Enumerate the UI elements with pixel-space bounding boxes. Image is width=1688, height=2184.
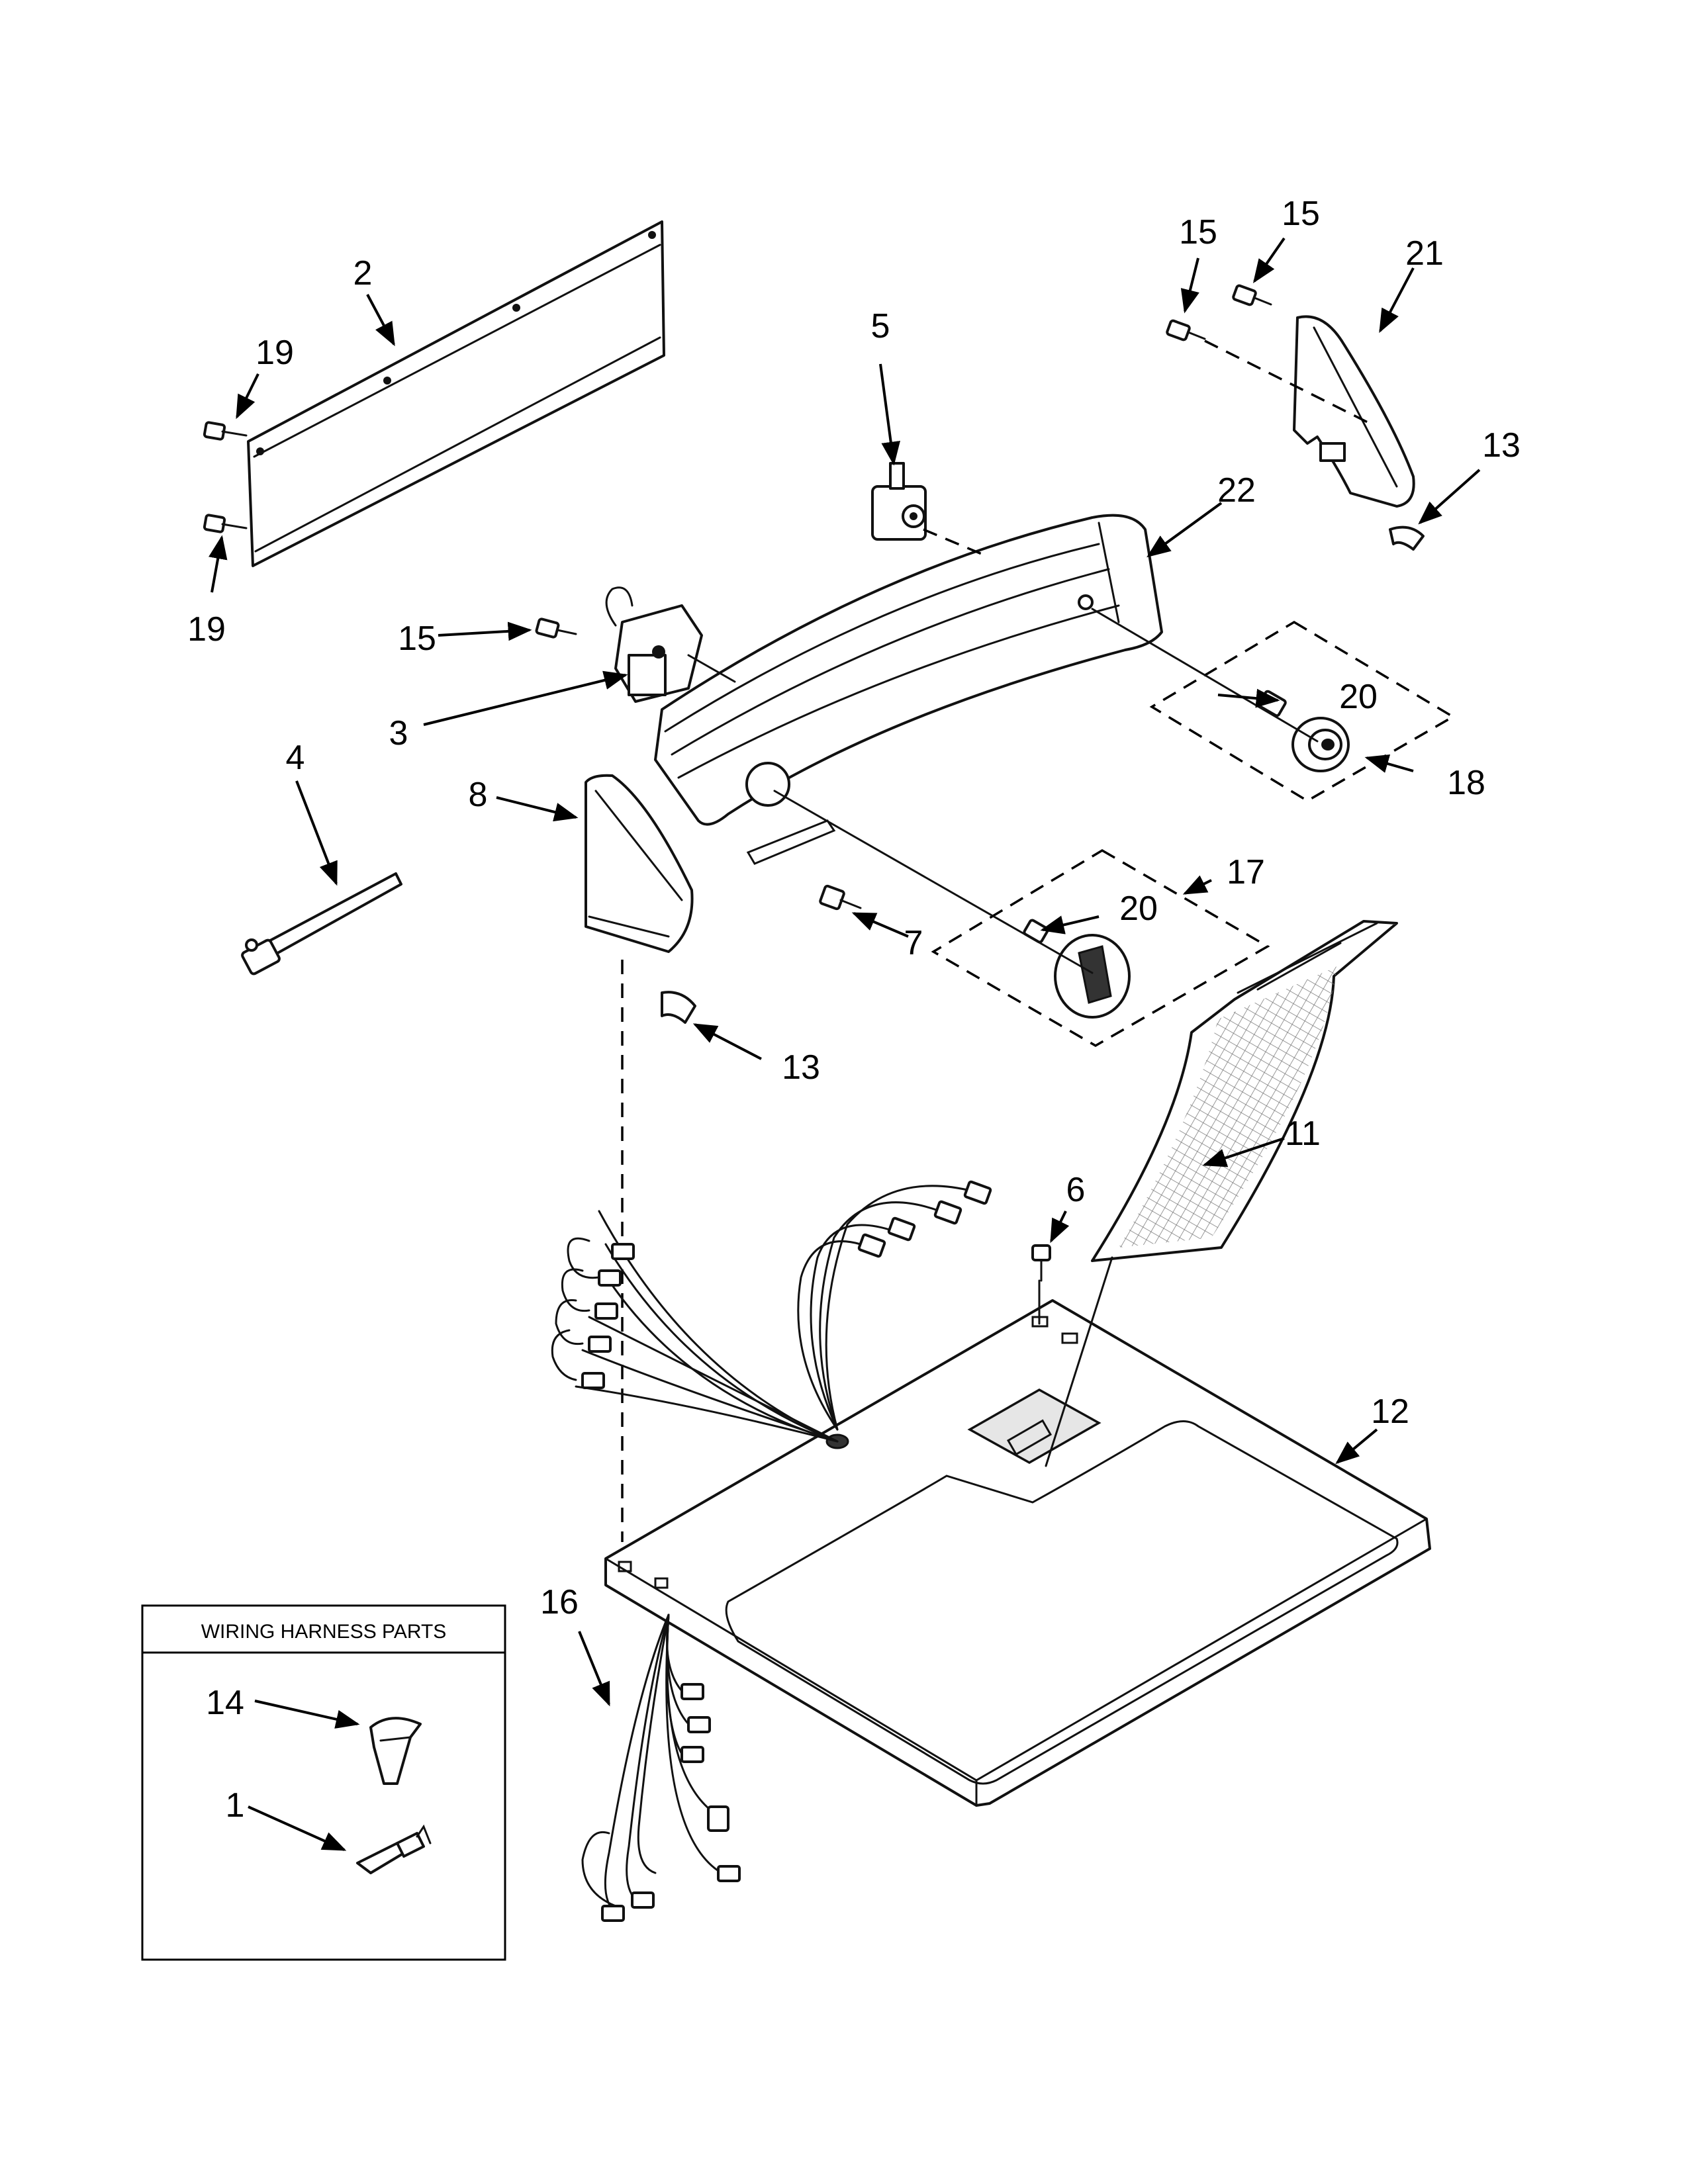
control-console-part	[654, 514, 1163, 865]
callout-12: 12	[1371, 1392, 1409, 1431]
screw-part	[203, 421, 248, 533]
callout-19: 19	[256, 334, 294, 372]
wire-harness-upper	[551, 1180, 992, 1443]
callout-4: 4	[286, 739, 305, 777]
wire-harness-lower	[581, 1614, 741, 1922]
callout-3: 3	[389, 714, 408, 752]
screw-part	[535, 284, 1272, 639]
wire-clip-part	[369, 1717, 422, 1785]
callout-13: 13	[1482, 426, 1521, 465]
end-cap-right-part	[1293, 315, 1415, 508]
callout-1: 1	[226, 1786, 245, 1825]
cycle-selector-switch-part	[605, 586, 703, 703]
clip-part	[661, 991, 696, 1024]
callout-2: 2	[353, 254, 373, 293]
callout-13: 13	[782, 1048, 820, 1087]
lint-screen-part	[1091, 920, 1398, 1262]
callout-20: 20	[1119, 889, 1158, 928]
callout-8: 8	[469, 776, 488, 814]
callout-15: 15	[1179, 213, 1217, 251]
callout-17: 17	[1227, 853, 1265, 891]
callout-labels: 2 19 19 5 22 15 15 21 13 15 3 4 8 20 18 …	[187, 195, 1521, 1825]
push-to-start-switch-part	[871, 462, 927, 541]
callout-5: 5	[871, 307, 890, 345]
callout-22: 22	[1217, 471, 1256, 510]
end-cap-left-part	[585, 774, 694, 953]
callout-15: 15	[1282, 195, 1320, 233]
callout-19: 19	[187, 610, 226, 649]
callout-20: 20	[1339, 678, 1378, 716]
callout-18: 18	[1447, 764, 1485, 802]
screw-part	[1031, 1244, 1051, 1282]
cable-tie-part	[241, 872, 402, 976]
knob-assembly-part	[1149, 620, 1456, 803]
leader-lines	[209, 237, 1481, 1851]
screw-part	[819, 884, 862, 911]
callout-6: 6	[1066, 1171, 1086, 1209]
callout-11: 11	[1285, 1115, 1321, 1153]
knob-assembly-part	[931, 848, 1270, 1048]
callout-7: 7	[904, 924, 923, 962]
rear-panel-part	[247, 220, 665, 567]
inset-title: WIRING HARNESS PARTS	[201, 1621, 447, 1643]
terminal-part	[356, 1824, 432, 1874]
top-panel-part	[604, 1256, 1431, 1807]
callout-16: 16	[540, 1583, 579, 1621]
callout-14: 14	[206, 1684, 244, 1722]
callout-21: 21	[1405, 234, 1444, 273]
callout-15: 15	[398, 619, 436, 658]
wiring-harness-inset: WIRING HARNESS PARTS	[141, 1604, 506, 1961]
clip-part	[1389, 525, 1425, 551]
